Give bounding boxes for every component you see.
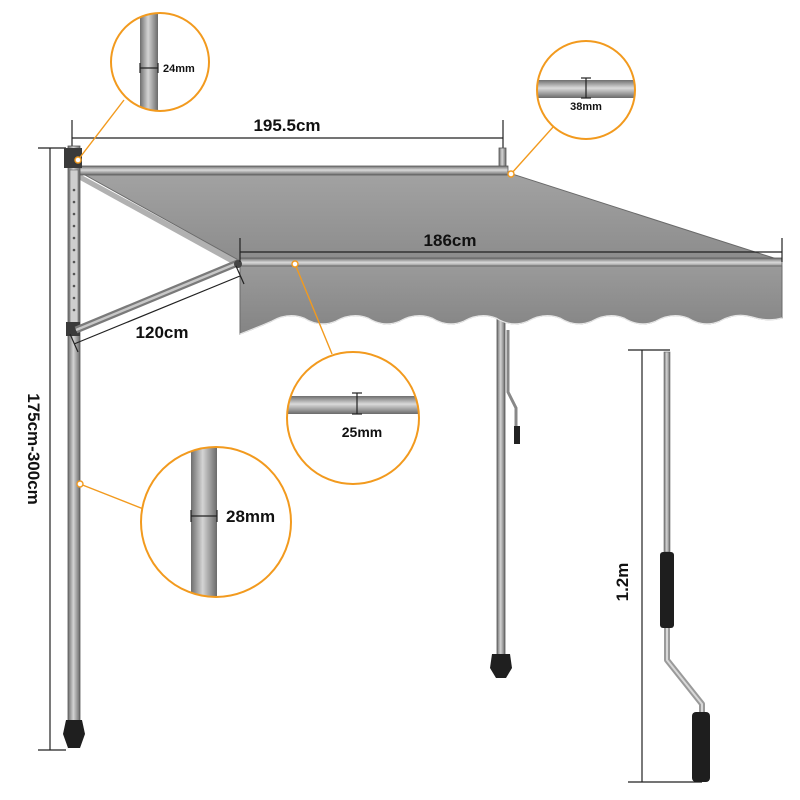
support-arm: [74, 258, 242, 334]
crank-handle-icon: [660, 351, 710, 782]
front-width-dimension: 186cm: [239, 231, 783, 262]
top-pole-diameter-label: 24mm: [163, 63, 195, 75]
callout-top-pole: 24mm: [74, 12, 210, 164]
front-width-label: 186cm: [424, 231, 477, 250]
arm-length-label: 120cm: [136, 323, 189, 342]
main-pole-diameter-label: 28mm: [226, 507, 275, 526]
pole-foot-icon: [63, 720, 85, 748]
crank-length-label: 1.2m: [613, 563, 632, 602]
awning-canopy: [73, 165, 783, 335]
height-dimension: 175cm-300cm: [24, 147, 66, 751]
top-width-dimension: 195.5cm: [71, 116, 504, 148]
front-bar-diameter-label: 25mm: [342, 424, 382, 440]
rail-diameter-label: 38mm: [570, 101, 602, 113]
main-pole: [63, 145, 85, 748]
top-width-label: 195.5cm: [253, 116, 320, 135]
pole-foot-icon: [490, 654, 512, 678]
callout-front-bar: 25mm: [286, 260, 420, 485]
height-range-label: 175cm-300cm: [24, 393, 43, 505]
callout-rail: 38mm: [507, 40, 636, 178]
crank-handle-detail: 1.2m: [613, 349, 710, 783]
rear-pole: [490, 147, 520, 678]
arm-length-dimension: 120cm: [69, 265, 245, 353]
callout-main-pole: 28mm: [76, 446, 292, 598]
